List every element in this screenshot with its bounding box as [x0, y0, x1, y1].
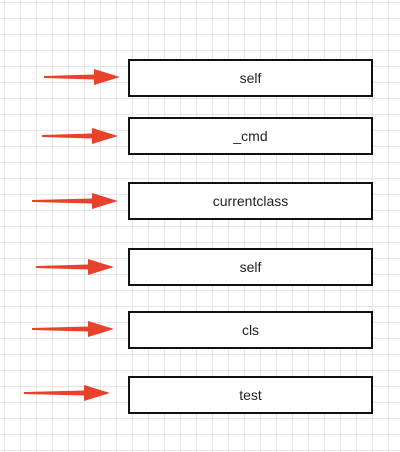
- stack-slot-test: test: [128, 376, 373, 414]
- stack-slot-currentclass: currentclass: [128, 182, 373, 220]
- arrow-icon: [32, 193, 118, 209]
- stack-slot-self: self: [128, 59, 373, 97]
- arrow-icon: [32, 321, 114, 337]
- stack-slot-cmd: _cmd: [128, 117, 373, 155]
- slot-label: test: [239, 387, 262, 403]
- arrow-icon: [36, 259, 114, 275]
- stack-slot-cls: cls: [128, 311, 373, 349]
- arrow-icon: [44, 69, 120, 85]
- slot-label: self: [239, 259, 262, 275]
- slot-label: _cmd: [233, 128, 268, 144]
- stack-slot-self-2: self: [128, 248, 373, 286]
- slot-label: cls: [241, 322, 260, 338]
- slot-label: self: [239, 70, 262, 86]
- slot-label: currentclass: [212, 193, 289, 209]
- arrow-icon: [24, 385, 110, 401]
- arrow-icon: [42, 128, 118, 144]
